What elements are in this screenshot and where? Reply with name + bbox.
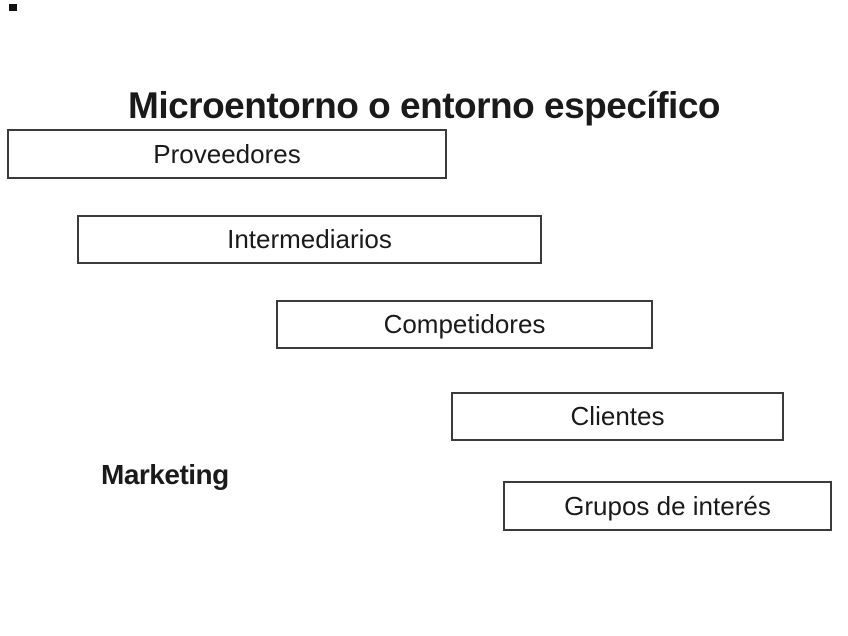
box-clientes: Clientes xyxy=(451,392,784,441)
box-proveedores: Proveedores xyxy=(7,129,447,179)
box-grupos-de-interes-label: Grupos de interés xyxy=(564,490,771,521)
box-intermediarios: Intermediarios xyxy=(77,215,542,264)
box-competidores: Competidores xyxy=(276,300,653,349)
slide-title: Microentorno o entorno específico xyxy=(128,84,721,126)
box-competidores-label: Competidores xyxy=(383,309,546,339)
box-grupos-de-interes: Grupos de interés xyxy=(503,481,832,531)
box-intermediarios-label: Intermediarios xyxy=(227,224,392,254)
marketing-label: Marketing xyxy=(101,459,229,490)
stray-corner-mark xyxy=(9,4,17,11)
box-proveedores-label: Proveedores xyxy=(153,138,301,169)
box-clientes-label: Clientes xyxy=(570,401,665,431)
